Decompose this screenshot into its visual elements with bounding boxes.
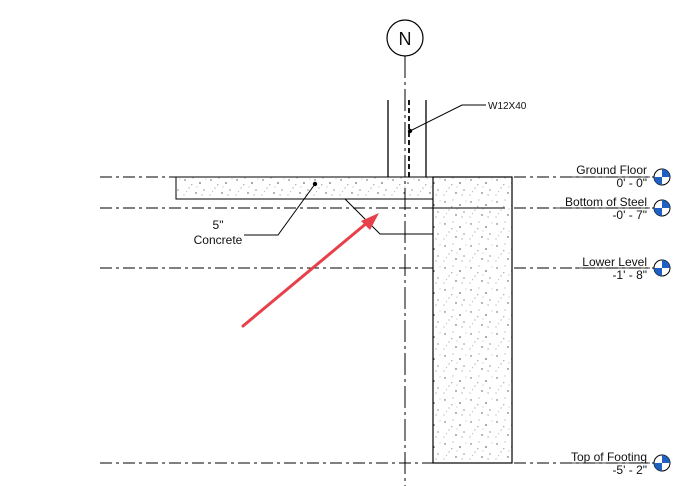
red-arrow-icon [241, 213, 379, 328]
level-head-icon[interactable] [653, 259, 671, 277]
level-name-top-of-footing: Top of Footing [571, 450, 647, 464]
concrete-wall[interactable] [432, 176, 513, 464]
steel-column[interactable] [387, 100, 427, 177]
beam-tag-leader [409, 104, 486, 132]
concrete-slab[interactable] [175, 176, 435, 200]
steel-detail-leader [344, 198, 433, 235]
level-head-ground-floor[interactable]: Ground Floor 0' - 0" [570, 163, 650, 190]
slab-tag-thickness[interactable]: 5" [213, 218, 224, 232]
level-head-lower-level[interactable]: Lower Level -1' - 8" [575, 255, 650, 282]
beam-tag-leader-dot [407, 128, 413, 134]
level-head-icon[interactable] [653, 199, 671, 217]
level-head-icon[interactable] [653, 168, 671, 186]
slab-tag-leader-dot [312, 181, 318, 187]
level-elevation-lower-level: -1' - 8" [612, 268, 647, 282]
level-elevation-ground-floor: 0' - 0" [616, 176, 647, 190]
level-elevation-bottom-of-steel: -0' - 7" [612, 208, 647, 222]
level-name-bottom-of-steel: Bottom of Steel [565, 195, 647, 209]
level-name-lower-level: Lower Level [582, 255, 647, 269]
grid-label: N [399, 29, 412, 49]
slab-tag-material[interactable]: Concrete [194, 233, 243, 247]
level-head-icon[interactable] [653, 454, 671, 472]
grid-bubble-icon[interactable] [386, 19, 424, 57]
level-name-ground-floor: Ground Floor [576, 163, 647, 177]
level-elevation-top-of-footing: -5' - 2" [612, 463, 647, 477]
level-head-top-of-footing[interactable]: Top of Footing -5' - 2" [560, 450, 650, 477]
beam-tag[interactable]: W12X40 [488, 101, 527, 112]
slab-tag-leader [244, 183, 316, 236]
level-head-bottom-of-steel[interactable]: Bottom of Steel -0' - 7" [555, 195, 650, 222]
level-lines [100, 176, 655, 464]
